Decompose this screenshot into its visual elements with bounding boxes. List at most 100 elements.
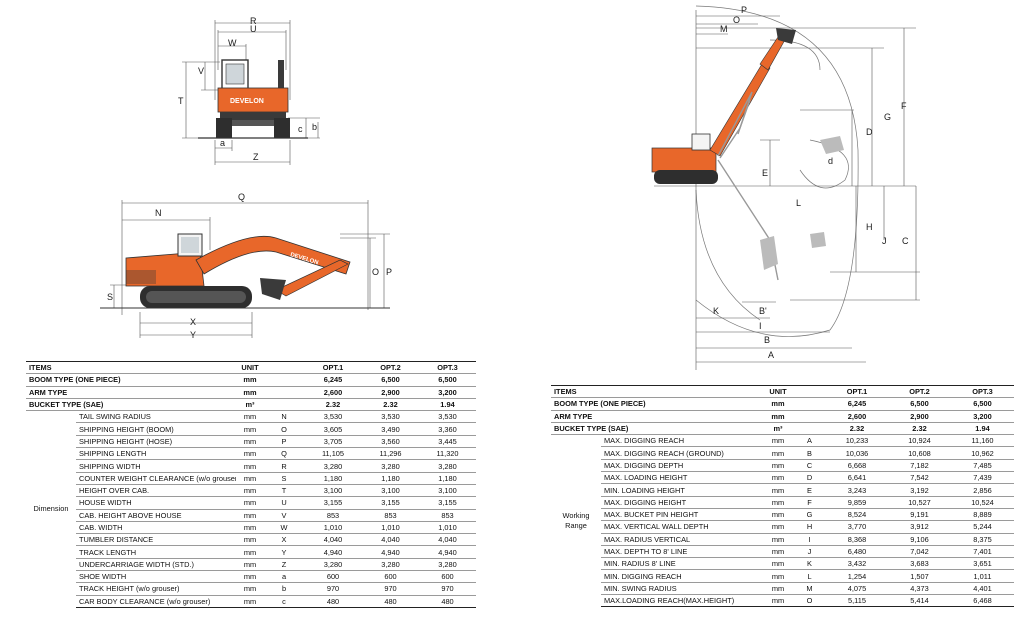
row-unit: mm xyxy=(763,446,793,460)
header-opt1: OPT.1 xyxy=(826,384,888,398)
row-item: HEIGHT OVER CAB. xyxy=(76,483,236,497)
working-range-drawing xyxy=(640,0,930,372)
row-value: 6,500 xyxy=(419,373,476,387)
row-item: ARM TYPE xyxy=(551,409,763,423)
row-unit: mm xyxy=(763,532,793,546)
dim-label-V: V xyxy=(198,66,205,76)
row-value: 11,105 xyxy=(304,447,362,460)
row-code: I xyxy=(793,532,826,546)
dim-label-Z: Z xyxy=(253,152,259,162)
row-value: 600 xyxy=(304,570,362,583)
row-value: 480 xyxy=(304,594,362,608)
row-item: BUCKET TYPE (SAE) xyxy=(551,421,763,435)
row-item: ARM TYPE xyxy=(26,385,236,399)
row-value: 11,320 xyxy=(419,447,476,460)
row-code: G xyxy=(793,507,826,521)
row-item: TRACK LENGTH xyxy=(76,545,236,559)
row-unit: mm xyxy=(236,373,264,387)
row-value: 970 xyxy=(304,582,362,596)
front-brand-text: DEVELON xyxy=(230,98,264,105)
row-value: 480 xyxy=(362,594,419,608)
row-value: 4,040 xyxy=(362,533,419,546)
row-value: 10,962 xyxy=(951,446,1014,460)
row-value: 9,106 xyxy=(888,532,951,546)
dim-label-range-J: J xyxy=(882,236,887,246)
dim-label-Q: Q xyxy=(238,192,246,202)
group-label: Working Range xyxy=(551,434,601,607)
row-value: 3,200 xyxy=(951,409,1014,423)
row-value: 5,115 xyxy=(826,594,888,608)
dim-label-range-O: O xyxy=(733,15,741,25)
row-value: 1.94 xyxy=(419,397,476,411)
row-value: 3,560 xyxy=(362,434,419,448)
dim-label-range-L: L xyxy=(796,198,802,208)
row-value: 1,254 xyxy=(826,569,888,583)
row-code: Y xyxy=(264,545,304,559)
row-code: W xyxy=(264,520,304,534)
header-opt3: OPT.3 xyxy=(419,360,476,374)
row-value: 4,940 xyxy=(419,545,476,559)
dim-label-range-M: M xyxy=(720,24,728,34)
row-value: 6,500 xyxy=(362,373,419,387)
row-item: TUMBLER DISTANCE xyxy=(76,533,236,546)
row-code: M xyxy=(793,581,826,595)
row-code: L xyxy=(793,569,826,583)
row-value: 3,605 xyxy=(304,422,362,436)
row-value: 1,010 xyxy=(362,520,419,534)
row-code: F xyxy=(793,495,826,509)
row-unit: mm xyxy=(763,520,793,534)
header-unit: UNIT xyxy=(763,384,793,398)
row-item: HOUSE WIDTH xyxy=(76,496,236,510)
row-value: 7,439 xyxy=(951,471,1014,484)
row-value: 6,468 xyxy=(951,594,1014,608)
row-value: 853 xyxy=(419,508,476,522)
dim-label-X: X xyxy=(190,317,197,327)
row-unit: mm xyxy=(763,557,793,570)
header-opt2: OPT.2 xyxy=(362,360,419,374)
row-value: 1,180 xyxy=(304,471,362,485)
row-value: 3,155 xyxy=(304,496,362,510)
row-value: 600 xyxy=(362,570,419,583)
row-value: 11,160 xyxy=(951,434,1014,447)
row-unit: mm xyxy=(236,545,264,559)
row-value: 480 xyxy=(419,594,476,608)
row-value: 2,856 xyxy=(951,483,1014,497)
row-item: MIN. RADIUS 8' LINE xyxy=(601,557,763,570)
dim-label-range-C: C xyxy=(902,236,909,246)
row-value: 8,368 xyxy=(826,532,888,546)
row-item: MIN. SWING RADIUS xyxy=(601,581,763,595)
row-value: 853 xyxy=(362,508,419,522)
row-value: 9,191 xyxy=(888,507,951,521)
header-code xyxy=(264,360,304,374)
row-item: TAIL SWING RADIUS xyxy=(76,410,236,423)
dim-label-N: N xyxy=(155,208,162,218)
row-code: U xyxy=(264,496,304,510)
header-items: ITEMS xyxy=(551,384,763,398)
row-item: MAX. RADIUS VERTICAL xyxy=(601,532,763,546)
row-value: 2,600 xyxy=(826,409,888,423)
row-value: 4,940 xyxy=(362,545,419,559)
row-unit: mm xyxy=(236,582,264,596)
dim-label-range-D: D xyxy=(866,127,873,137)
row-value: 1,507 xyxy=(888,569,951,583)
row-unit: mm xyxy=(236,422,264,436)
row-value: 3,445 xyxy=(419,434,476,448)
row-value: 2.32 xyxy=(826,421,888,435)
row-value: 6,245 xyxy=(826,397,888,411)
row-code: V xyxy=(264,508,304,522)
row-value: 3,280 xyxy=(419,459,476,473)
row-value: 5,244 xyxy=(951,520,1014,534)
